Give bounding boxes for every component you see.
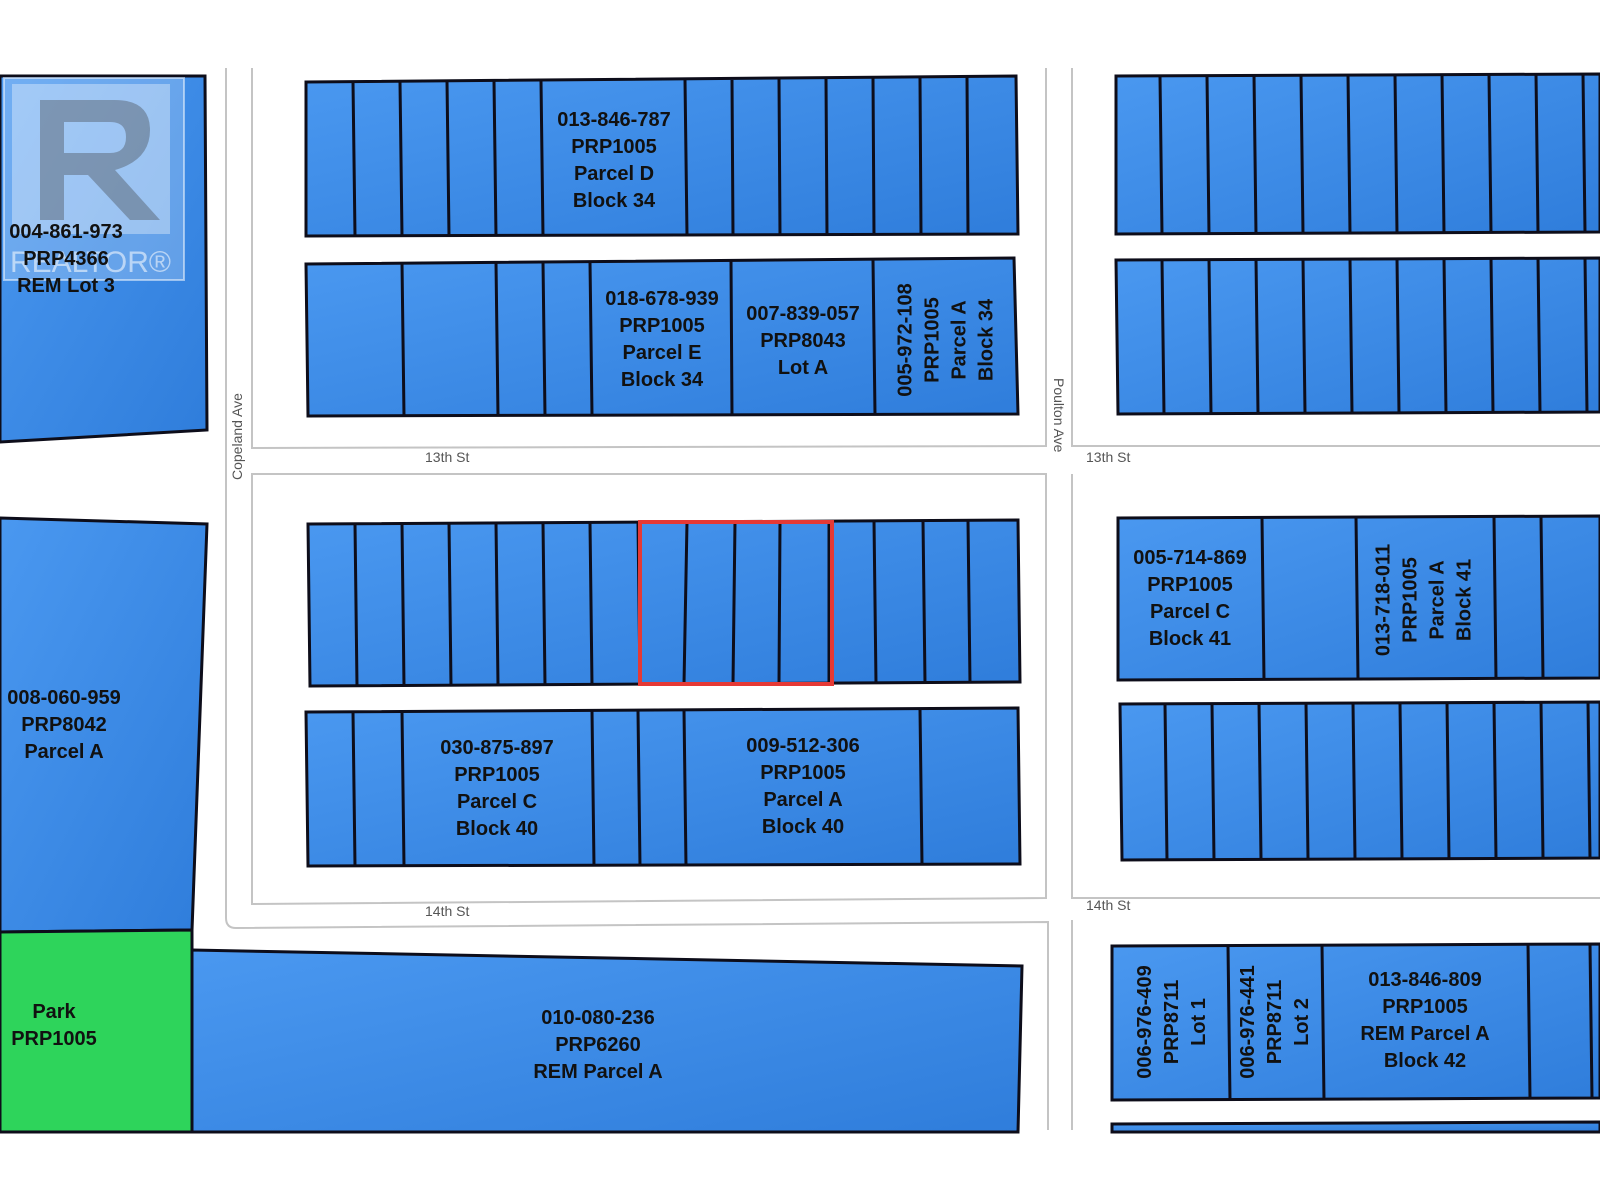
parcel-label-line: Block 41 <box>1149 628 1231 650</box>
street-label-13th-west: 13th St <box>425 449 469 465</box>
parcel-label-line: 018-678-939 <box>605 288 718 310</box>
parcel-label-line: Lot A <box>778 357 828 379</box>
parcel-label-line: 013-846-787 <box>557 109 670 131</box>
parcel-label-line: PRP8043 <box>760 330 846 352</box>
parcel-label-line: PRP1005 <box>922 297 944 383</box>
parcel-label-line: Block 42 <box>1384 1050 1466 1072</box>
parcel-label-line: Parcel A <box>1427 560 1449 639</box>
block-34-south-row <box>304 256 1020 418</box>
parcel-label-line: 006-976-441 <box>1237 965 1259 1078</box>
parcel-label-line: 007-839-057 <box>746 303 859 325</box>
street-label-14th-west: 14th St <box>425 903 469 919</box>
block-34-north-row <box>304 74 1020 238</box>
parcel-label-line: Parcel C <box>457 791 537 813</box>
parcel-label-line: Block 34 <box>976 298 998 381</box>
parcel-label-line: 005-714-869 <box>1133 547 1246 569</box>
block-40-south-row <box>304 706 1022 868</box>
parcel-label-line: 009-512-306 <box>746 735 859 757</box>
parcel-label-line: 004-861-973 <box>9 221 122 243</box>
parcel-label-line: 005-972-108 <box>895 283 917 396</box>
parcel-label-line: Park <box>32 1001 76 1023</box>
parcel-label-line: Parcel E <box>623 342 702 364</box>
parcel-label-line: PRP1005 <box>1382 996 1468 1018</box>
block-42-north-row <box>1118 700 1600 862</box>
block-41-third-row <box>1116 514 1600 682</box>
block-41-second-row <box>1114 256 1600 416</box>
street-label-13th-east: 13th St <box>1086 449 1130 465</box>
parcel-label-line: Parcel A <box>24 741 103 763</box>
parcel-label-line: Block 41 <box>1454 559 1476 641</box>
parcel-label-line: PRP8711 <box>1264 980 1286 1065</box>
parcel-label-line: 013-846-809 <box>1368 969 1481 991</box>
parcel-label-line: Parcel A <box>763 789 842 811</box>
highlighted-parcels[interactable] <box>638 520 834 686</box>
block-42-south-row <box>1110 942 1600 1102</box>
parcel-label-line: PRP1005 <box>454 764 540 786</box>
bottom-partial-row <box>1110 1120 1600 1134</box>
parcel-label-line: Parcel C <box>1150 601 1230 623</box>
parcel-label-line: Block 34 <box>573 190 656 212</box>
street-label-14th-east: 14th St <box>1086 897 1130 913</box>
parcel-label-line: REM Parcel A <box>533 1061 662 1083</box>
street-label-copeland: Copeland Ave <box>229 393 245 480</box>
parcel-label-line: Block 34 <box>621 369 704 391</box>
parcel-label-line: PRP1005 <box>1147 574 1233 596</box>
realtor-logo-text: REALTOR® <box>10 246 171 279</box>
street-lines <box>225 68 1600 1130</box>
parcel-label-line: PRP1005 <box>11 1028 97 1050</box>
parcel-label-line: Lot 1 <box>1188 998 1210 1046</box>
realtor-logo: REALTOR® <box>3 77 185 281</box>
street-label-poulton: Poulton Ave <box>1051 378 1067 453</box>
parcel-label-line: Block 40 <box>456 818 538 840</box>
parcel-label-line: Lot 2 <box>1291 998 1313 1046</box>
parcel-label-line: PRP1005 <box>619 315 705 337</box>
parcel-label-line: PRP8711 <box>1161 980 1183 1065</box>
parcel-label-line: REM Lot 3 <box>17 275 115 297</box>
parcel-label-line: Block 40 <box>762 816 844 838</box>
parcel-label-line: 006-976-409 <box>1134 965 1156 1078</box>
parcel-label-line: Parcel A <box>949 300 971 379</box>
parcel-label-line: 013-718-011 <box>1373 544 1395 656</box>
parcel-label-line: PRP8042 <box>21 714 107 736</box>
parcel-label-line: 010-080-236 <box>541 1007 654 1029</box>
parcel-label-line: 030-875-897 <box>440 737 553 759</box>
parcel-label-line: 008-060-959 <box>7 687 120 709</box>
parcel-label-line: PRP4366 <box>23 248 109 270</box>
parcel-label-line: PRP1005 <box>760 762 846 784</box>
block-41-north-row <box>1114 72 1600 236</box>
parcels <box>0 72 1600 1134</box>
parcel-label-line: PRP1005 <box>1400 557 1422 643</box>
parcel-label-line: Parcel D <box>574 163 654 185</box>
parcel-rem-lot-3 <box>0 74 209 444</box>
parcel-label-line: REM Parcel A <box>1360 1023 1489 1045</box>
block-40-north-row <box>306 518 1022 688</box>
parcel-label-line: PRP1005 <box>571 136 657 158</box>
parcel-label-line: PRP6260 <box>555 1034 641 1056</box>
parcel-010-080-236 <box>190 948 1024 1134</box>
